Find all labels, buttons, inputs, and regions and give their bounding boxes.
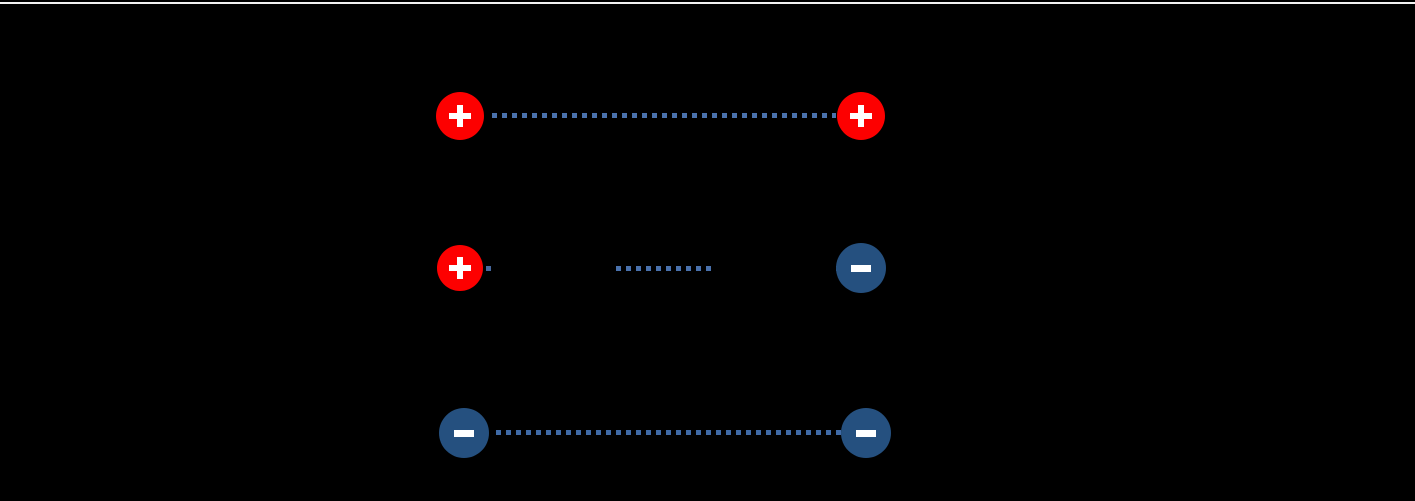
minus-icon (856, 429, 876, 437)
charge-node-negative-left-row3[interactable] (439, 408, 489, 458)
connector-positive-positive (492, 113, 836, 118)
connector-stub-left-row2 (486, 266, 491, 271)
charge-node-negative-right-row2[interactable] (836, 243, 886, 293)
plus-icon (449, 105, 471, 127)
charge-node-positive-right-row1[interactable] (837, 92, 885, 140)
minus-icon (454, 429, 474, 437)
connector-positive-negative (616, 266, 711, 271)
charge-node-positive-left-row2[interactable] (437, 245, 483, 291)
minus-icon (851, 264, 871, 272)
top-divider-rule (0, 2, 1415, 4)
connector-negative-negative (496, 430, 842, 435)
charge-node-negative-right-row3[interactable] (841, 408, 891, 458)
plus-icon (850, 105, 872, 127)
charge-node-positive-left-row1[interactable] (436, 92, 484, 140)
plus-icon (449, 257, 471, 279)
